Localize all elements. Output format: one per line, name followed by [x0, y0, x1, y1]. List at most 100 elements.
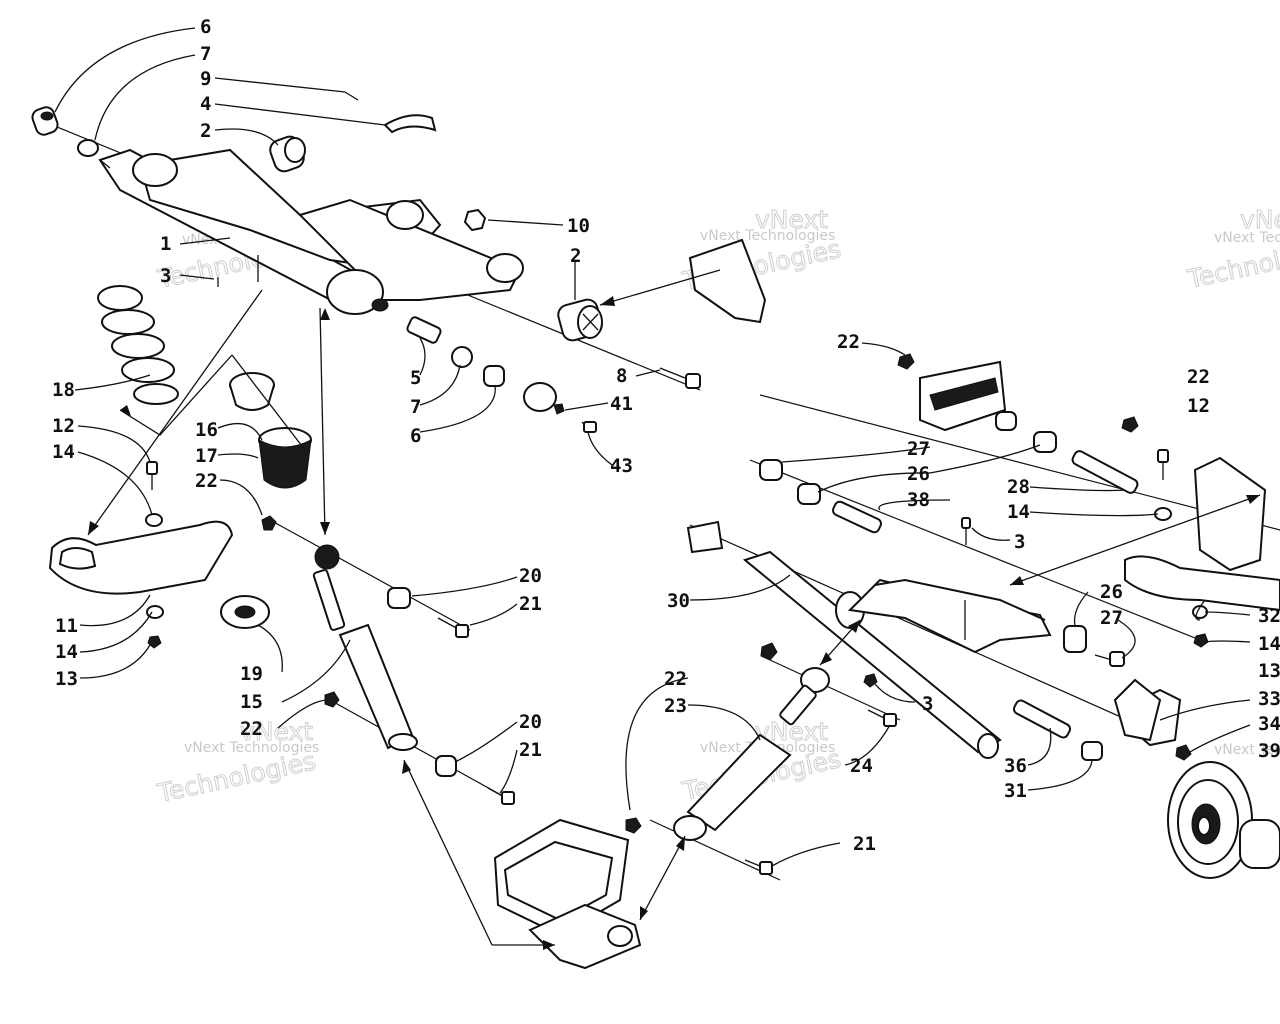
callout-22: 22 — [837, 331, 860, 353]
callout-27: 27 — [1100, 607, 1123, 629]
bushing-part-2-right — [557, 298, 603, 342]
callout-5: 5 — [410, 367, 421, 389]
cup-part-19 — [220, 595, 270, 629]
callout-17: 17 — [195, 445, 218, 467]
bushing-part-27-right — [995, 411, 1017, 431]
callout-38: 38 — [907, 489, 930, 511]
callout-3: 3 — [922, 693, 933, 715]
callout-6: 6 — [410, 425, 421, 447]
callout-14: 14 — [55, 641, 78, 663]
bushing-part-6 — [31, 106, 59, 136]
wheel-part-39 — [1167, 761, 1280, 879]
watermark-vnext: vNext — [755, 205, 828, 234]
callout-6: 6 — [200, 16, 211, 38]
rod-part-36 — [1012, 699, 1072, 739]
callout-10: 10 — [567, 215, 590, 237]
nut-part-34 — [1175, 744, 1192, 761]
callout-22: 22 — [195, 470, 218, 492]
callout-21: 21 — [519, 593, 542, 615]
callout-28: 28 — [1007, 476, 1030, 498]
bushing-part-2-upper — [269, 135, 306, 173]
nut-part-22-top — [897, 353, 915, 370]
bolt-part-21-upper — [437, 617, 469, 638]
callout-21: 21 — [519, 739, 542, 761]
callout-8: 8 — [616, 365, 627, 387]
callout-33: 33 — [1258, 688, 1280, 710]
callout-24: 24 — [850, 755, 873, 777]
washer-part-7-lower — [451, 346, 473, 368]
bushing-part-26-right — [1033, 431, 1057, 453]
callout-26: 26 — [1100, 581, 1123, 603]
front-arm-assembly — [98, 148, 524, 315]
leader-lines — [54, 27, 1261, 946]
callout-30: 30 — [667, 590, 690, 612]
callout-9: 9 — [200, 68, 211, 90]
nut-part-22-low — [625, 817, 642, 834]
callout-14: 14 — [52, 441, 75, 463]
callout-22: 22 — [664, 668, 687, 690]
callout-22: 22 — [1187, 366, 1210, 388]
watermark-text: vNext Technologies — [1214, 742, 1280, 758]
callout-21: 21 — [853, 833, 876, 855]
callout-41: 41 — [610, 393, 633, 415]
nut-part-10 — [463, 208, 487, 232]
shock-absorber-part-23 — [673, 667, 830, 841]
bolt-part-43 — [581, 421, 597, 433]
callout-31: 31 — [1004, 780, 1027, 802]
nut-part-41 — [553, 403, 565, 415]
callout-15: 15 — [240, 691, 263, 713]
bolt-part-21-lower — [487, 787, 515, 805]
cup-part-16 — [229, 372, 275, 411]
rod-part-38 — [832, 500, 882, 534]
spacer-part-5 — [406, 316, 442, 344]
rear-mount-bracket — [1124, 456, 1280, 612]
bumper-part-17 — [258, 427, 312, 489]
mount-bracket-plate — [688, 238, 767, 324]
washer-part-7 — [77, 139, 99, 157]
bolt-part-27-mid — [1094, 651, 1125, 667]
plate-part-33 — [1113, 678, 1162, 742]
arm-part-11 — [48, 520, 234, 595]
callout-3: 3 — [160, 265, 171, 287]
callout-39: 39 — [1258, 740, 1280, 762]
bushing-part-27-left — [759, 459, 783, 481]
bolt-part-8 — [659, 367, 701, 389]
coil-spring-part-18 — [97, 285, 179, 405]
watermark-vnext: vNext — [1240, 205, 1280, 234]
washer-part-14-upper — [145, 513, 163, 527]
washer-part-41 — [523, 382, 557, 412]
bushing-part-26-left — [797, 483, 821, 505]
callout-11: 11 — [55, 615, 78, 637]
nut-part-3-lower — [863, 673, 878, 688]
shaft-part-30 — [686, 520, 1002, 759]
bolt-part-21-mid — [744, 859, 773, 875]
nut-part-22-lower — [324, 691, 340, 708]
top-bracket-plate — [919, 360, 1007, 432]
callout-12: 12 — [1187, 395, 1210, 417]
callout-labels: 6 7 9 4 2 1 3 10 2 18 5 7 6 8 41 43 12 1… — [52, 16, 1280, 855]
watermark-text: vNext Technologies — [184, 740, 319, 756]
callout-14: 14 — [1258, 633, 1280, 655]
rod-part-28 — [1071, 450, 1139, 494]
bushing-part-26-mid — [1063, 625, 1087, 653]
nut-part-22-right — [1121, 416, 1139, 433]
bolt-part-3-left — [217, 255, 259, 287]
callout-7: 7 — [200, 43, 211, 65]
bolt-part-12-right — [1157, 449, 1169, 480]
callout-20: 20 — [519, 711, 542, 733]
bolt-part-3-center — [961, 517, 971, 545]
callout-22: 22 — [240, 718, 263, 740]
callout-18: 18 — [52, 379, 75, 401]
callout-23: 23 — [664, 695, 687, 717]
callout-34: 34 — [1258, 713, 1280, 735]
callout-16: 16 — [195, 419, 218, 441]
callout-43: 43 — [610, 455, 633, 477]
callout-12: 12 — [52, 415, 75, 437]
bracket-part-4 — [383, 114, 437, 134]
arrow-heads — [88, 296, 1260, 950]
nut-part-22-upper — [261, 515, 277, 531]
callout-14: 14 — [1007, 501, 1030, 523]
callout-3: 3 — [1014, 531, 1025, 553]
callout-13: 13 — [55, 668, 78, 690]
